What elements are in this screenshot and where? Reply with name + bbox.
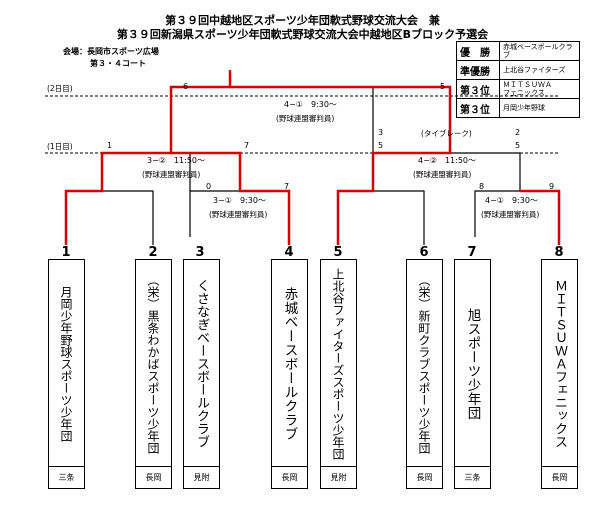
match-qf-right-id: 4−① 9:30〜 (485, 196, 538, 205)
venue-court: 第３・４コート (90, 59, 146, 68)
score-semi-left-a: 1 (107, 141, 113, 150)
team-city: 見附 (184, 466, 219, 488)
team-name: くさなぎベースボールクラブ (194, 279, 209, 448)
team-city: 見附 (321, 466, 356, 488)
score-qf-left-a: 0 (206, 182, 212, 191)
match-final-id: 4−① 9:30〜 (284, 100, 337, 109)
match-semi-right-referee: (野球連盟審判員) (413, 170, 472, 179)
team-city: 三条 (455, 466, 490, 488)
team-box: ＭＩＴＳＵＷＡフェニックス 長岡 (541, 259, 578, 489)
team-city: 長岡 (542, 466, 577, 488)
score-final-left: 6 (183, 82, 189, 91)
day2-label: (2日目) (47, 84, 73, 93)
team-name: ＭＩＴＳＵＷＡフェニックス (552, 279, 567, 448)
score-semi-right-pk-a: 3 (378, 128, 384, 137)
score-semi-right-pk-b: 2 (515, 128, 521, 137)
team-box: （栄）新町クラブスポーツ少年団 長岡 (406, 259, 443, 489)
team-name: （栄）黒条わかばスポーツ少年団 (146, 273, 160, 454)
score-semi-right-b: 5 (515, 141, 521, 150)
score-qf-left-b: 7 (284, 182, 290, 191)
tiebreak-label: (タイブレーク) (421, 129, 472, 138)
team-box: 月岡少年野球スポーツ少年団 三条 (48, 259, 85, 489)
team-city: 長岡 (407, 466, 442, 488)
team-city: 長岡 (136, 466, 171, 488)
day1-label: (1日目) (47, 142, 73, 151)
team-box: （栄）黒条わかばスポーツ少年団 長岡 (135, 259, 172, 489)
match-final-referee: (野球連盟審判員) (276, 114, 335, 123)
title-line-1: 第３９回中越地区スポーツ少年団軟式野球交流大会 兼 (165, 14, 440, 27)
score-qf-right-a: 8 (479, 182, 485, 191)
team-name: （栄）新町クラブスポーツ少年団 (417, 273, 431, 454)
match-semi-right-id: 4−② 11:50〜 (418, 156, 477, 165)
team-name: 月岡少年野球スポーツ少年団 (59, 285, 73, 442)
match-qf-right-referee: (野球連盟審判員) (481, 210, 540, 219)
team-number: 1 (61, 245, 71, 260)
result-row: 第３位月岡少年野球 (456, 98, 580, 118)
result-team: 月岡少年野球 (499, 98, 580, 118)
team-name: 上北谷ファイターズスポーツ少年団 (331, 267, 345, 460)
team-number: 7 (467, 245, 477, 260)
team-city: 長岡 (272, 466, 307, 488)
team-box: 赤城ベースボールクラブ 長岡 (271, 259, 308, 489)
team-number: 2 (148, 245, 158, 260)
match-qf-left-referee: (野球連盟審判員) (209, 210, 268, 219)
score-semi-right-a: 5 (378, 141, 384, 150)
team-box: くさなぎベースボールクラブ 見附 (183, 259, 220, 489)
match-qf-left-id: 3−① 9:30〜 (213, 196, 266, 205)
team-number: 4 (284, 245, 294, 260)
team-number: 3 (195, 245, 205, 260)
title-line-2: 第３９回新潟県スポーツ少年団軟式野球交流大会中越地区Bブロック予選会 (116, 28, 489, 41)
result-row: 準優勝上北谷ファイターズ (456, 60, 580, 80)
match-semi-left-id: 3−② 11:50〜 (147, 156, 206, 165)
team-name: 旭スポーツ少年団 (464, 307, 481, 420)
team-number: 5 (333, 245, 343, 260)
match-semi-left-referee: (野球連盟審判員) (142, 170, 201, 179)
team-number: 8 (554, 245, 564, 260)
team-box: 上北谷ファイターズスポーツ少年団 見附 (320, 259, 357, 489)
score-final-right: 5 (440, 82, 446, 91)
result-row: 優 勝赤城ベースボールクラブ (456, 41, 580, 61)
venue-label: 会場：長岡市スポーツ広場 (63, 47, 159, 56)
team-number: 6 (419, 245, 429, 260)
team-name: 赤城ベースボールクラブ (281, 286, 298, 441)
score-semi-left-b: 7 (244, 141, 250, 150)
team-box: 旭スポーツ少年団 三条 (454, 259, 491, 489)
team-city: 三条 (49, 466, 84, 488)
score-qf-right-b: 9 (549, 182, 555, 191)
